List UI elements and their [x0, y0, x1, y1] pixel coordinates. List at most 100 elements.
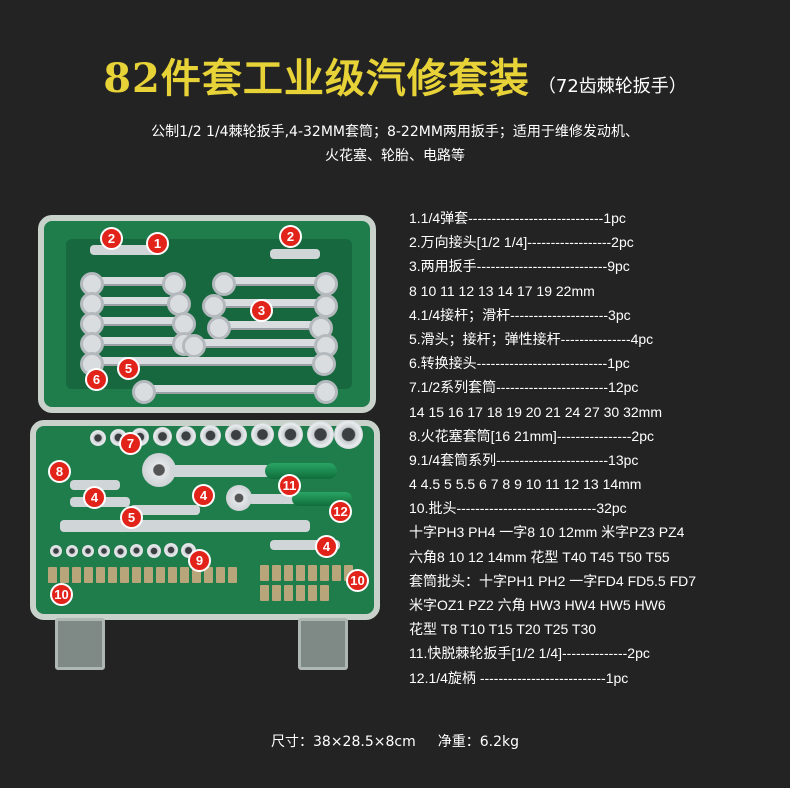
callout-badge: 8: [48, 460, 71, 483]
list-item: 米字OZ1 PZ2 六角 HW3 HW4 HW5 HW6: [409, 597, 666, 613]
wrench: [80, 312, 196, 336]
weight-spec: 净重：6.2kg: [437, 734, 519, 750]
bit: [272, 585, 281, 601]
callout-badge: 6: [85, 368, 108, 391]
title-main: 82件套工业级汽修套装: [103, 55, 530, 102]
subtitle-line-1: 公制1/2 1/4棘轮扳手,4-32MM套筒；8-22MM两用扳手；适用于维修发…: [151, 124, 639, 140]
subtitle-line-2: 火花塞、轮胎、电路等: [325, 148, 465, 164]
bit: [192, 567, 201, 583]
bit: [72, 567, 81, 583]
bit: [144, 567, 153, 583]
callout-badge: 4: [192, 484, 215, 507]
extension-bar: [130, 505, 200, 515]
title-note: （72齿棘轮扳手）: [537, 76, 687, 97]
bit: [320, 565, 329, 581]
bit: [132, 567, 141, 583]
wrench: [212, 272, 338, 296]
socket: [153, 427, 172, 446]
extension-bar: [90, 245, 160, 255]
wrench: [80, 272, 186, 296]
bit: [228, 567, 237, 583]
callout-badge: 10: [50, 583, 73, 606]
small-socket: [114, 545, 127, 558]
list-item: 2.万向接头[1/2 1/4]------------------2pc: [409, 234, 634, 251]
bit: [156, 567, 165, 583]
callout-badge: 5: [120, 506, 143, 529]
callout-badge: 12: [329, 500, 352, 523]
case-latch: [298, 618, 348, 670]
bit: [216, 567, 225, 583]
socket: [90, 430, 106, 446]
list-item: 4 4.5 5 5.5 6 7 8 9 10 11 12 13 14mm: [409, 476, 642, 493]
list-item: 14 15 16 17 18 19 20 21 24 27 30 32mm: [409, 403, 662, 420]
list-item: 六角8 10 12 14mm 花型 T40 T45 T50 T55: [409, 548, 670, 565]
wrench: [80, 332, 196, 356]
bit: [296, 565, 305, 581]
ratchet-head: [226, 485, 252, 511]
bit: [284, 585, 293, 601]
socket: [307, 421, 334, 448]
bit: [120, 567, 129, 583]
bit: [296, 585, 305, 601]
footer-specs: 尺寸：38×28.5×8cm 净重：6.2kg: [0, 731, 790, 751]
list-item: 8.火花塞套筒[16 21mm]----------------2pc: [409, 427, 654, 444]
callout-badge: 4: [315, 535, 338, 558]
bit: [84, 567, 93, 583]
bit: [260, 565, 269, 581]
socket: [176, 426, 196, 446]
small-socket: [50, 545, 62, 557]
wrench: [80, 292, 191, 316]
small-socket: [82, 545, 94, 557]
socket: [278, 422, 303, 447]
callout-badge: 11: [278, 474, 301, 497]
list-item: 9.1/4套筒系列------------------------13pc: [409, 451, 639, 468]
ratchet-grip: [265, 463, 337, 479]
list-item: 1.1/4弹套-----------------------------1pc: [409, 210, 626, 226]
extension-bar: [70, 480, 120, 490]
parts-list: 1.1/4弹套-----------------------------1pc …: [409, 206, 779, 690]
list-item: 10.批头------------------------------32pc: [409, 500, 627, 517]
size-spec: 尺寸：38×28.5×8cm: [271, 734, 416, 750]
bit: [320, 585, 329, 601]
extension-bar: [60, 520, 310, 532]
callout-badge: 3: [250, 299, 273, 322]
page-title: 82件套工业级汽修套装 （72齿棘轮扳手）: [0, 46, 790, 104]
bit: [332, 565, 341, 581]
small-socket: [98, 545, 110, 557]
list-item: 套筒批头：十字PH1 PH2 一字FD4 FD5.5 FD7: [409, 572, 697, 589]
bit: [260, 585, 269, 601]
callout-badge: 10: [346, 569, 369, 592]
bit: [48, 567, 57, 583]
socket: [200, 425, 221, 446]
list-item: 7.1/2系列套筒------------------------12pc: [409, 379, 639, 396]
small-socket: [147, 544, 161, 558]
small-socket: [130, 544, 143, 557]
bit: [204, 567, 213, 583]
socket: [334, 420, 363, 449]
bit: [168, 567, 177, 583]
socket: [225, 424, 247, 446]
small-socket: [66, 545, 78, 557]
ratchet-shaft: [170, 465, 270, 477]
list-item: 花型 T8 T10 T15 T20 T25 T30: [409, 621, 597, 638]
wrench: [182, 334, 338, 358]
case-latch: [55, 618, 105, 670]
callout-badge: 7: [119, 432, 142, 455]
wrench: [132, 380, 338, 404]
callout-badge: 2: [100, 227, 123, 250]
bit: [284, 565, 293, 581]
ratchet-shaft: [248, 494, 298, 504]
list-item: 11.快脱棘轮扳手[1/2 1/4]--------------2pc: [409, 645, 650, 662]
list-item: 十字PH3 PH4 一字8 10 12mm 米字PZ3 PZ4: [409, 524, 685, 541]
bit: [308, 585, 317, 601]
list-item: 12.1/4旋柄 ---------------------------1pc: [409, 669, 629, 686]
list-item: 4.1/4接杆；滑杆---------------------3pc: [409, 306, 631, 323]
callout-badge: 1: [146, 232, 169, 255]
extension-bar: [270, 249, 320, 259]
list-item: 8 10 11 12 13 14 17 19 22mm: [409, 282, 595, 299]
callout-badge: 2: [279, 225, 302, 248]
extension-bar: [270, 540, 340, 550]
bit: [308, 565, 317, 581]
list-item: 6.转换接头----------------------------1pc: [409, 355, 630, 372]
list-item: 3.两用扳手----------------------------9pc: [409, 258, 630, 275]
